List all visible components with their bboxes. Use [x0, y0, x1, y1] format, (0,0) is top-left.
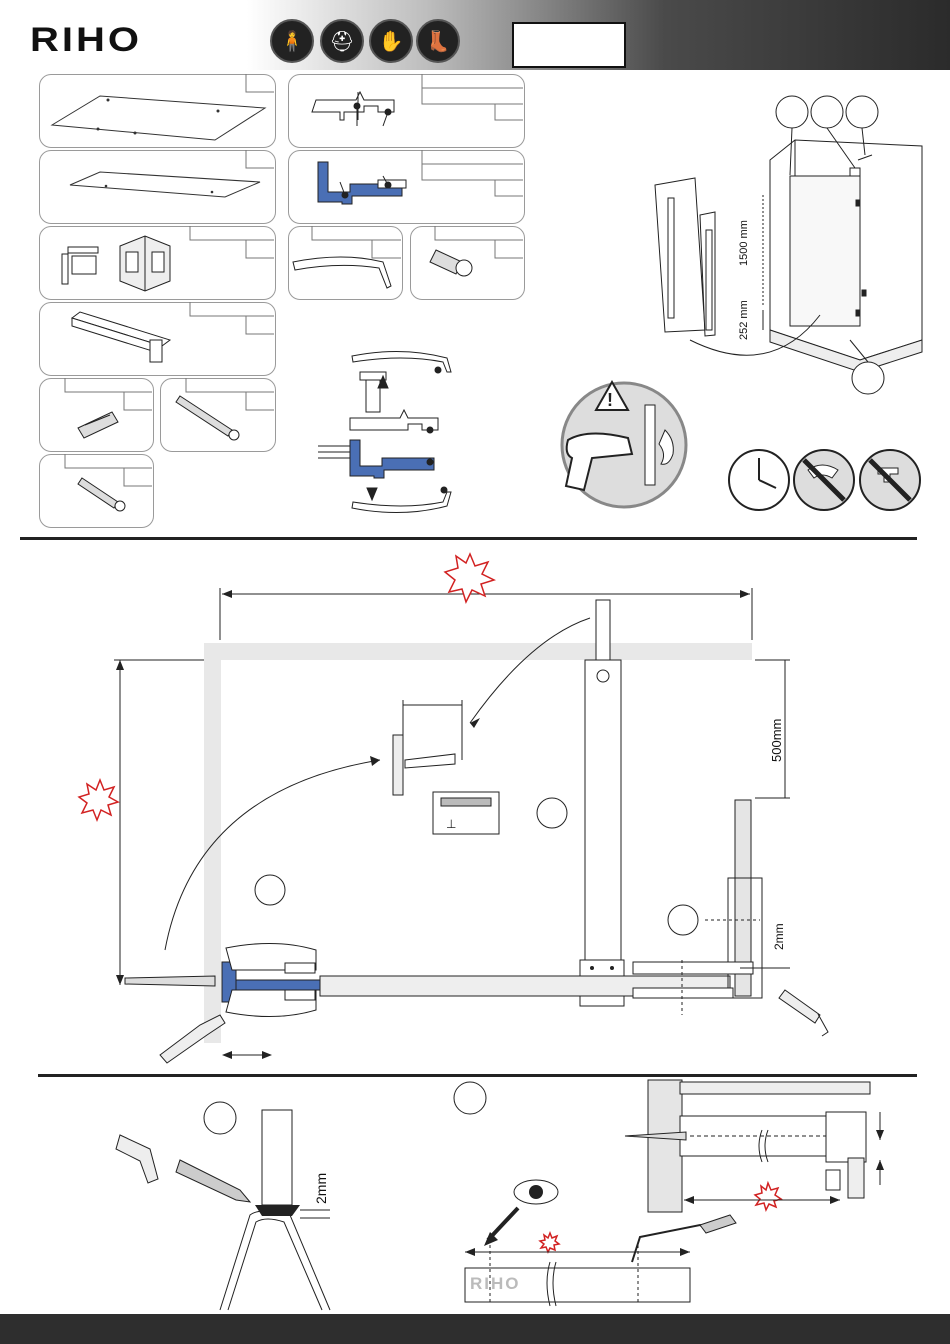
stabilizer-bar-drawing: [72, 312, 170, 362]
footer-bar: [0, 1314, 950, 1344]
dim-height-1500: 1500 mm: [738, 220, 750, 266]
bolt-drawing: [430, 250, 472, 276]
shower-overview-drawing: [655, 96, 922, 394]
wall-profile-drawing: [312, 92, 394, 126]
svg-text:!: !: [607, 390, 613, 410]
profile-brand-mark: RIHO: [470, 1274, 521, 1294]
glass-panel-large-drawing: [52, 96, 265, 140]
dim-height-252: 252 mm: [738, 300, 750, 340]
warning-drill-sign: !: [562, 382, 686, 507]
wait-clock-icon: [729, 450, 789, 510]
profile-assembly-exploded: [318, 351, 451, 512]
glass-panel-small-drawing: [70, 172, 260, 197]
plug-drawing: [78, 412, 118, 438]
no-shower-icon: [794, 450, 854, 510]
dim-gap-2mm-tray: 2mm: [313, 1173, 329, 1204]
cover-profile-drawing: [293, 257, 391, 288]
dim-gap-2mm-right: 2mm: [772, 923, 786, 950]
dim-offset-500: 500mm: [769, 719, 784, 762]
no-water-icon: [860, 450, 920, 510]
wall-profile-blue-drawing: [318, 162, 406, 204]
clamp-drawing: [62, 236, 170, 291]
svg-text:⊥: ⊥: [446, 817, 456, 831]
screw-drawing: [78, 396, 239, 511]
top-view-drawing: ⊥: [114, 588, 828, 1063]
